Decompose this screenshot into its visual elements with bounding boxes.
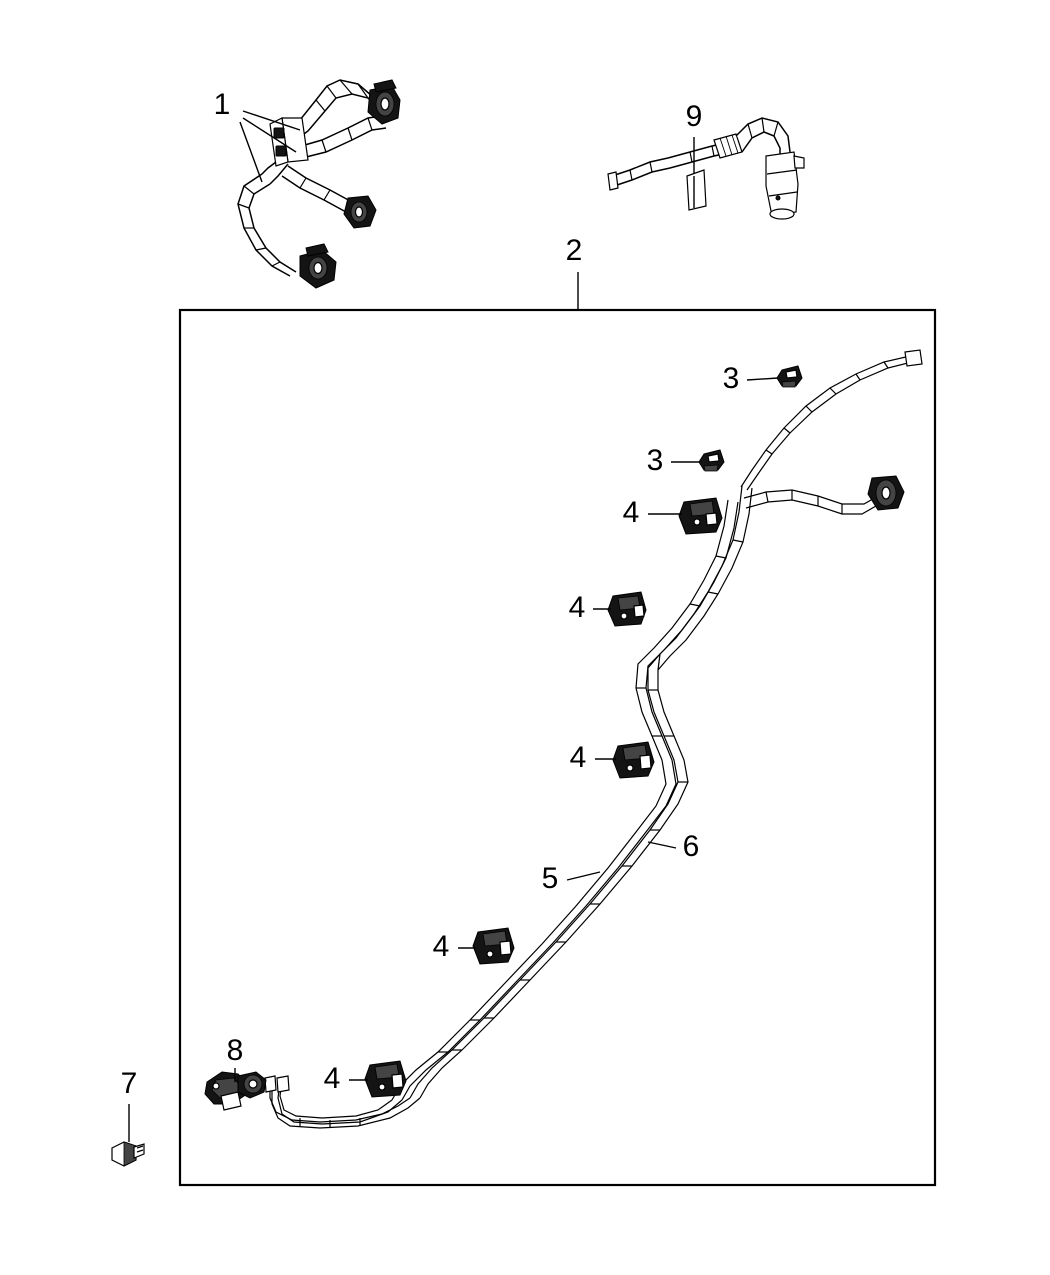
callout-3-b: 3	[647, 444, 664, 477]
clip-3-a	[776, 365, 803, 388]
part-1-hose-assembly	[237, 79, 401, 289]
fuel-line-main-run	[391, 485, 753, 1101]
quick-connect-upper-right	[367, 79, 401, 125]
callout-8: 8	[227, 1034, 244, 1067]
fuel-line-right-branch	[743, 475, 905, 515]
callout-2: 2	[566, 234, 583, 267]
part-7-bolt	[111, 1104, 145, 1167]
clip-4-a	[678, 497, 723, 535]
right-branch-connector	[867, 475, 905, 511]
clip-4-b	[607, 591, 647, 627]
callout-3-a: 3	[723, 362, 740, 395]
part-8-bracket	[204, 1071, 267, 1111]
callout-1: 1	[214, 88, 231, 121]
quick-connect-lower-right	[343, 195, 377, 229]
hose-ribbed-collar	[713, 133, 743, 159]
callout-4-c: 4	[570, 741, 587, 774]
callout-7: 7	[121, 1067, 138, 1100]
callout-9: 9	[686, 100, 703, 133]
fuel-line-bottom-run	[264, 1075, 421, 1129]
clip-4-e	[364, 1060, 407, 1098]
callout-4-b: 4	[569, 591, 586, 624]
callout-4-d: 4	[433, 930, 450, 963]
callout-4-e: 4	[324, 1062, 341, 1095]
hose-connector-block	[269, 117, 309, 167]
callout-leaders	[234, 272, 779, 1082]
callout-5: 5	[542, 862, 559, 895]
callout-4-a: 4	[623, 496, 640, 529]
clip-4-d	[472, 927, 515, 965]
fuel-line-upper-right-run	[740, 349, 923, 491]
callout-numbers: 1 9 2 3 3 4 4 4 6 5 4 8 4 7	[121, 88, 740, 1100]
callout-6: 6	[683, 830, 700, 863]
clip-4-c	[612, 741, 655, 779]
group-box-2	[178, 308, 937, 1187]
quick-connect-bottom	[299, 243, 337, 289]
part-9-vent-hose	[607, 117, 805, 220]
clip-3-b	[698, 449, 725, 472]
